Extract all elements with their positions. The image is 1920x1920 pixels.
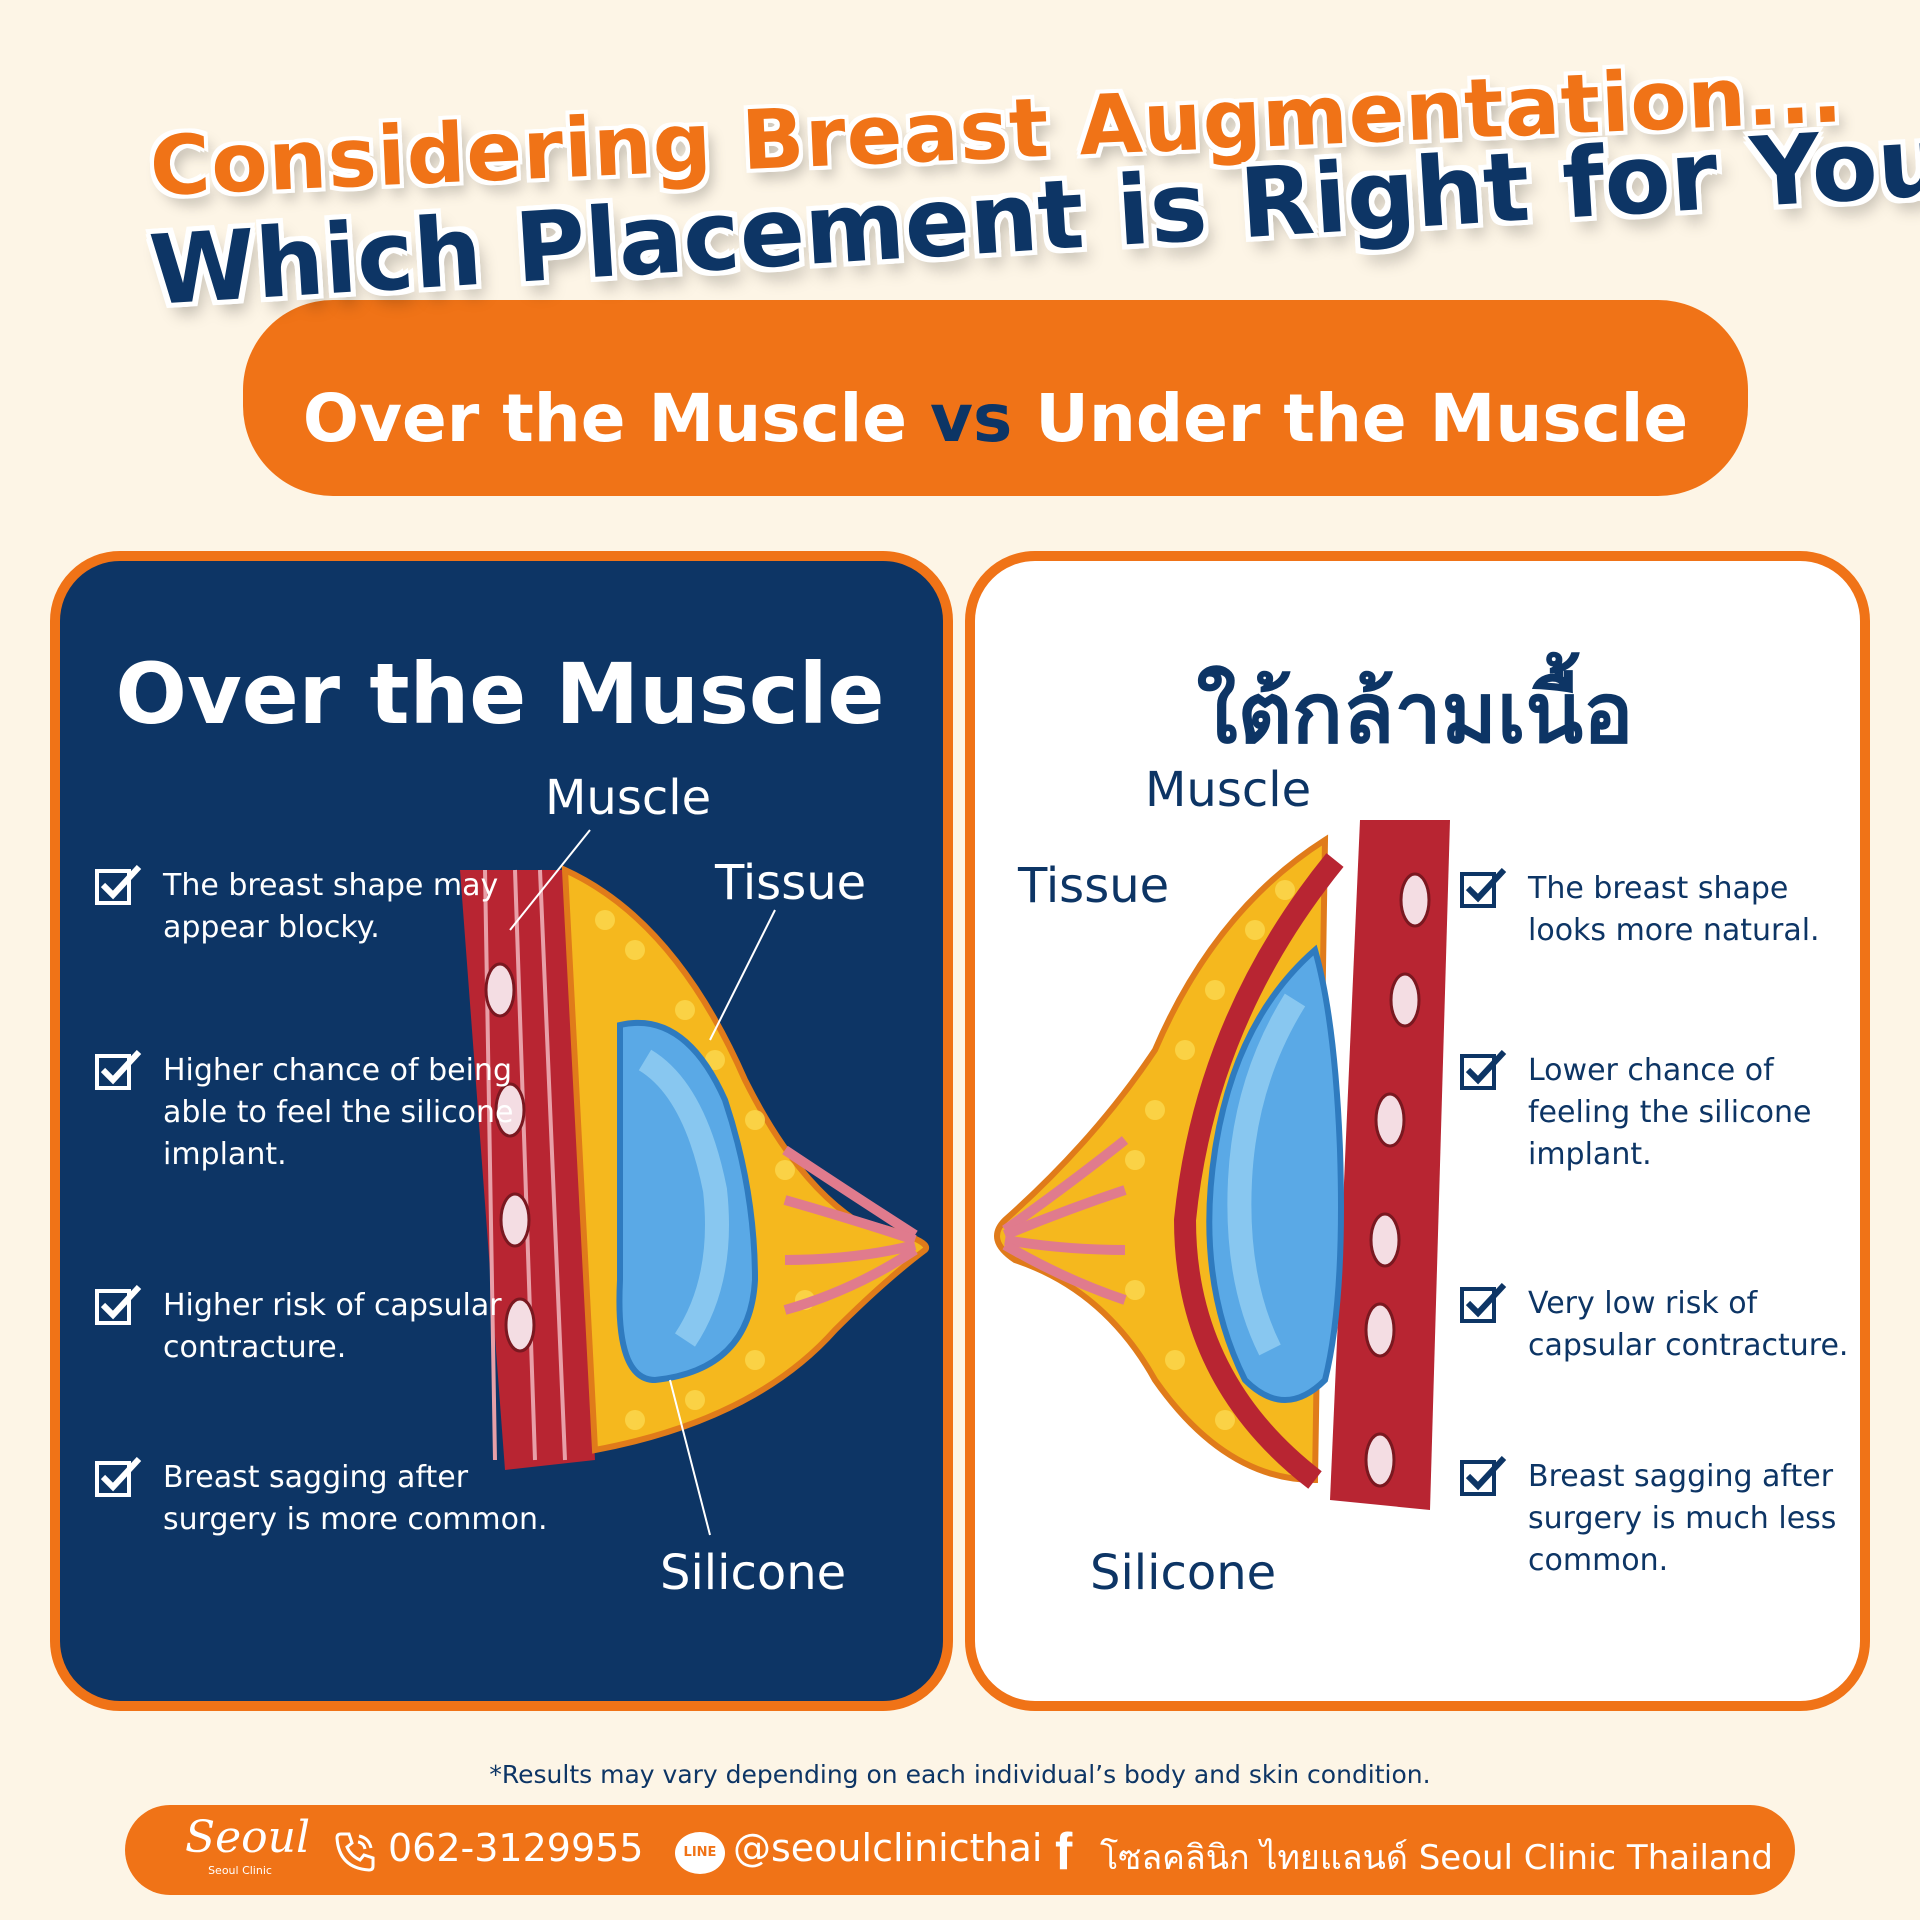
rib-bones: [484, 962, 536, 1353]
muscle-sheath: [1173, 853, 1344, 1489]
logo-text: Seoul: [185, 1812, 311, 1863]
over-muscle-title: Over the Muscle: [115, 645, 885, 743]
checkbox-check-icon: [95, 1050, 142, 1090]
subtitle-left: Over the Muscle: [302, 380, 907, 457]
checkbox-check-icon: [1460, 1456, 1507, 1496]
checkbox-check-icon: [95, 1457, 142, 1497]
subtitle-band: [243, 300, 1748, 496]
footer-contact-bar: [125, 1805, 1795, 1895]
checkbox-check-icon: [1460, 1283, 1507, 1323]
subtitle-right: Under the Muscle: [1035, 380, 1689, 457]
phone-number[interactable]: 062-3129955: [388, 1826, 644, 1870]
under-muscle-diagram: [994, 820, 1450, 1510]
feature-text: The breast shape may appear blocky.: [163, 868, 499, 945]
label-muscle-right: Muscle: [1145, 762, 1312, 818]
checkbox-check-icon: [1460, 868, 1507, 908]
rib-bones: [1364, 872, 1431, 1488]
feature-text: Breast sagging after surgery is more com…: [163, 1460, 548, 1537]
feature-text: Very low risk of capsular contracture.: [1528, 1286, 1849, 1363]
facebook-name[interactable]: โซลคลินิก ไทยแลนด์ Seoul Clinic Thailand: [1100, 1838, 1773, 1878]
feature-item: The breast shape may appear blocky.: [95, 865, 565, 955]
feature-item: Breast sagging after surgery is more com…: [95, 1457, 565, 1547]
line-icon: LINE: [675, 1832, 725, 1874]
feature-text: Lower chance of feeling the silicone imp…: [1528, 1053, 1812, 1172]
logo-subtext: Seoul Clinic: [208, 1864, 272, 1877]
over-muscle-diagram: [460, 865, 930, 1470]
label-silicone-right: Silicone: [1090, 1545, 1277, 1601]
label-silicone-left: Silicone: [660, 1545, 847, 1601]
line-id[interactable]: @seoulclinicthai: [733, 1826, 1043, 1870]
checkbox-check-icon: [1460, 1050, 1507, 1090]
feature-text: The breast shape looks more natural.: [1528, 871, 1820, 948]
mammary-glands: [1002, 1136, 1129, 1305]
feature-item: Very low risk of capsular contracture.: [1460, 1283, 1860, 1373]
label-muscle-left: Muscle: [545, 770, 712, 826]
feature-item: Breast sagging after surgery is much les…: [1460, 1456, 1860, 1586]
checkbox-check-icon: [95, 1285, 142, 1325]
subtitle: Over the Muscle vs Under the Muscle: [243, 380, 1748, 457]
disclaimer: *Results may vary depending on each indi…: [489, 1760, 1431, 1789]
feature-item: Higher risk of capsular contracture.: [95, 1285, 565, 1375]
clinic-logo: Seoul Seoul Clinic: [185, 1812, 311, 1890]
muscle-layer: [1330, 820, 1450, 1510]
silicone-implant: [616, 1019, 759, 1384]
phone-icon: [335, 1832, 375, 1872]
feature-item: The breast shape looks more natural.: [1460, 868, 1860, 958]
label-tissue-right: Tissue: [1018, 858, 1170, 914]
under-muscle-title: ใต้กล้ามเนื้อ: [1196, 664, 1634, 762]
mammary-glands: [782, 1145, 918, 1315]
facebook-icon: f: [1055, 1823, 1073, 1881]
feature-text: Breast sagging after surgery is much les…: [1528, 1459, 1837, 1578]
label-tissue-left: Tissue: [715, 855, 867, 911]
feature-text: Higher chance of being able to feel the …: [163, 1053, 514, 1172]
feature-item: Higher chance of being able to feel the …: [95, 1050, 565, 1180]
subtitle-vs: vs: [929, 380, 1013, 457]
feature-text: Higher risk of capsular contracture.: [163, 1288, 502, 1365]
feature-item: Lower chance of feeling the silicone imp…: [1460, 1050, 1860, 1180]
checkbox-check-icon: [95, 865, 142, 905]
